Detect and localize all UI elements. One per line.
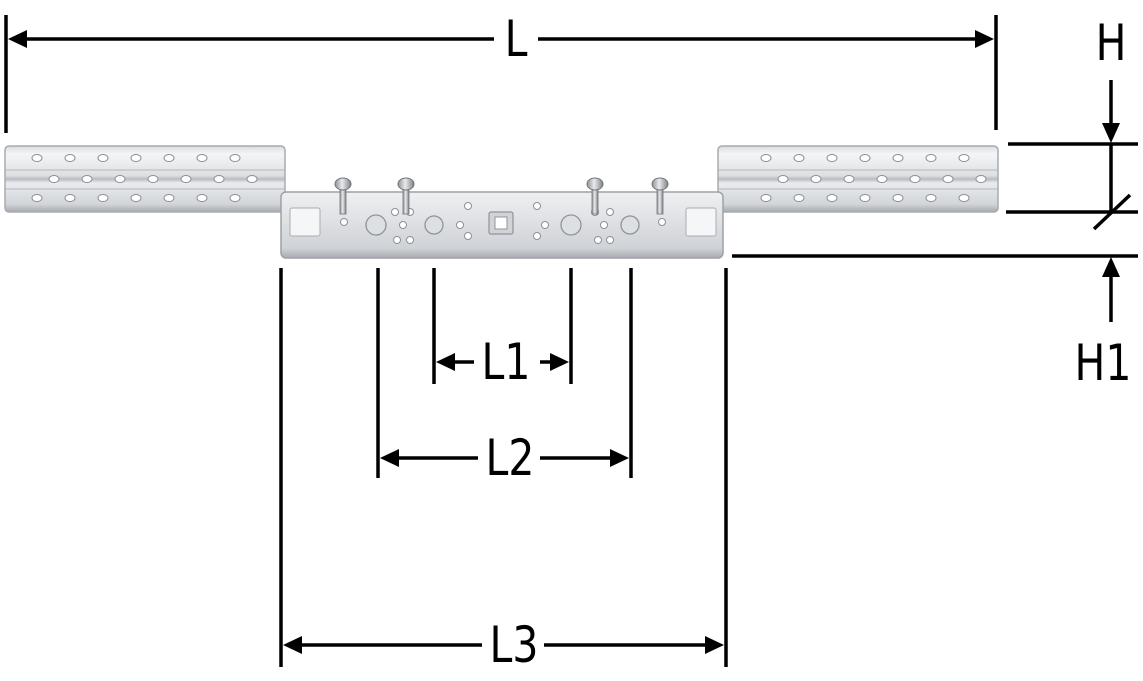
arrowhead-left [8, 30, 27, 48]
perforation-hole [31, 154, 43, 162]
perforation-hole [130, 194, 142, 202]
perforation-hole [925, 154, 937, 162]
center-plate [280, 191, 724, 259]
perforation-hole [909, 175, 921, 183]
perforation-hole [793, 154, 805, 162]
perforation-hole [229, 194, 241, 202]
perforation-hole [859, 154, 871, 162]
dimension-H1: H1 [732, 254, 1138, 392]
perforation-hole [64, 154, 76, 162]
perforation-hole [600, 221, 608, 229]
dimension-L1: L1 [432, 268, 573, 391]
dimension-label-L1: L1 [482, 333, 531, 391]
perforation-hole [246, 175, 258, 183]
perforation-hole [777, 175, 789, 183]
perforation-hole [533, 232, 541, 240]
perforation-hole [810, 175, 822, 183]
perforation-hole [843, 175, 855, 183]
perforation-hole [606, 208, 614, 216]
arrowhead-left [380, 449, 399, 467]
perforation-hole [31, 194, 43, 202]
screw [651, 177, 669, 215]
dimension-L3: L3 [279, 268, 728, 674]
dimension-label-L3: L3 [490, 616, 539, 674]
arrowhead-left [283, 636, 302, 654]
right-rail [717, 145, 999, 213]
perforation-hole [393, 236, 401, 244]
perforation-hole [64, 194, 76, 202]
perforation-hole [48, 175, 60, 183]
left-rail-holes [31, 154, 258, 202]
dimension-L: L [4, 10, 998, 133]
arrowhead-right [550, 353, 569, 371]
perforation-hole [147, 175, 159, 183]
perforation-hole [892, 154, 904, 162]
perforation-hole [760, 194, 772, 202]
perforation-hole [130, 154, 142, 162]
arrowhead-down [1102, 123, 1120, 143]
perforation-hole [975, 175, 987, 183]
screw [586, 177, 604, 215]
perforation-hole [533, 202, 541, 210]
perforation-hole [958, 154, 970, 162]
perforation-hole [826, 194, 838, 202]
arrowhead-up [1102, 257, 1120, 277]
dimension-H: H [1006, 14, 1138, 231]
perforation-hole [180, 175, 192, 183]
perforation-hole [163, 194, 175, 202]
arrowhead-right [975, 30, 994, 48]
dimension-label-H: H [1096, 14, 1127, 72]
perforation-hole [942, 175, 954, 183]
mounting-bracket [4, 145, 999, 259]
perforation-hole [793, 194, 805, 202]
perforation-hole [958, 194, 970, 202]
left-rail [4, 145, 286, 213]
perforation-hole [606, 236, 614, 244]
arrowhead-right [610, 449, 629, 467]
perforation-hole [541, 221, 549, 229]
perforation-hole [594, 236, 602, 244]
perforation-hole [826, 154, 838, 162]
arrowhead-left [436, 353, 455, 371]
perforation-hole [391, 208, 399, 216]
screw [334, 177, 352, 215]
perforation-hole [340, 218, 348, 226]
perforation-hole [658, 218, 666, 226]
perforation-hole [456, 221, 464, 229]
dimension-label-H1: H1 [1075, 334, 1132, 392]
perforation-hole [892, 194, 904, 202]
perforation-hole [464, 232, 472, 240]
perforation-hole [81, 175, 93, 183]
perforation-hole [196, 154, 208, 162]
perforation-hole [859, 194, 871, 202]
center-plate-holes [340, 202, 666, 244]
perforation-hole [229, 154, 241, 162]
dimension-label-L: L [505, 10, 528, 68]
perforation-hole [114, 175, 126, 183]
perforation-hole [97, 194, 109, 202]
right-rail-holes [760, 154, 987, 202]
perforation-hole [399, 221, 407, 229]
mounting-screws [334, 177, 669, 215]
perforation-hole [196, 194, 208, 202]
perforation-hole [97, 154, 109, 162]
perforation-hole [876, 175, 888, 183]
screw [397, 177, 415, 215]
perforation-hole [163, 154, 175, 162]
dimension-L2: L2 [376, 268, 633, 487]
perforation-hole [925, 194, 937, 202]
arrowhead-right [705, 636, 724, 654]
perforation-hole [464, 202, 472, 210]
perforation-hole [213, 175, 225, 183]
dimension-label-L2: L2 [486, 429, 535, 487]
perforation-hole [406, 236, 414, 244]
perforation-hole [760, 154, 772, 162]
